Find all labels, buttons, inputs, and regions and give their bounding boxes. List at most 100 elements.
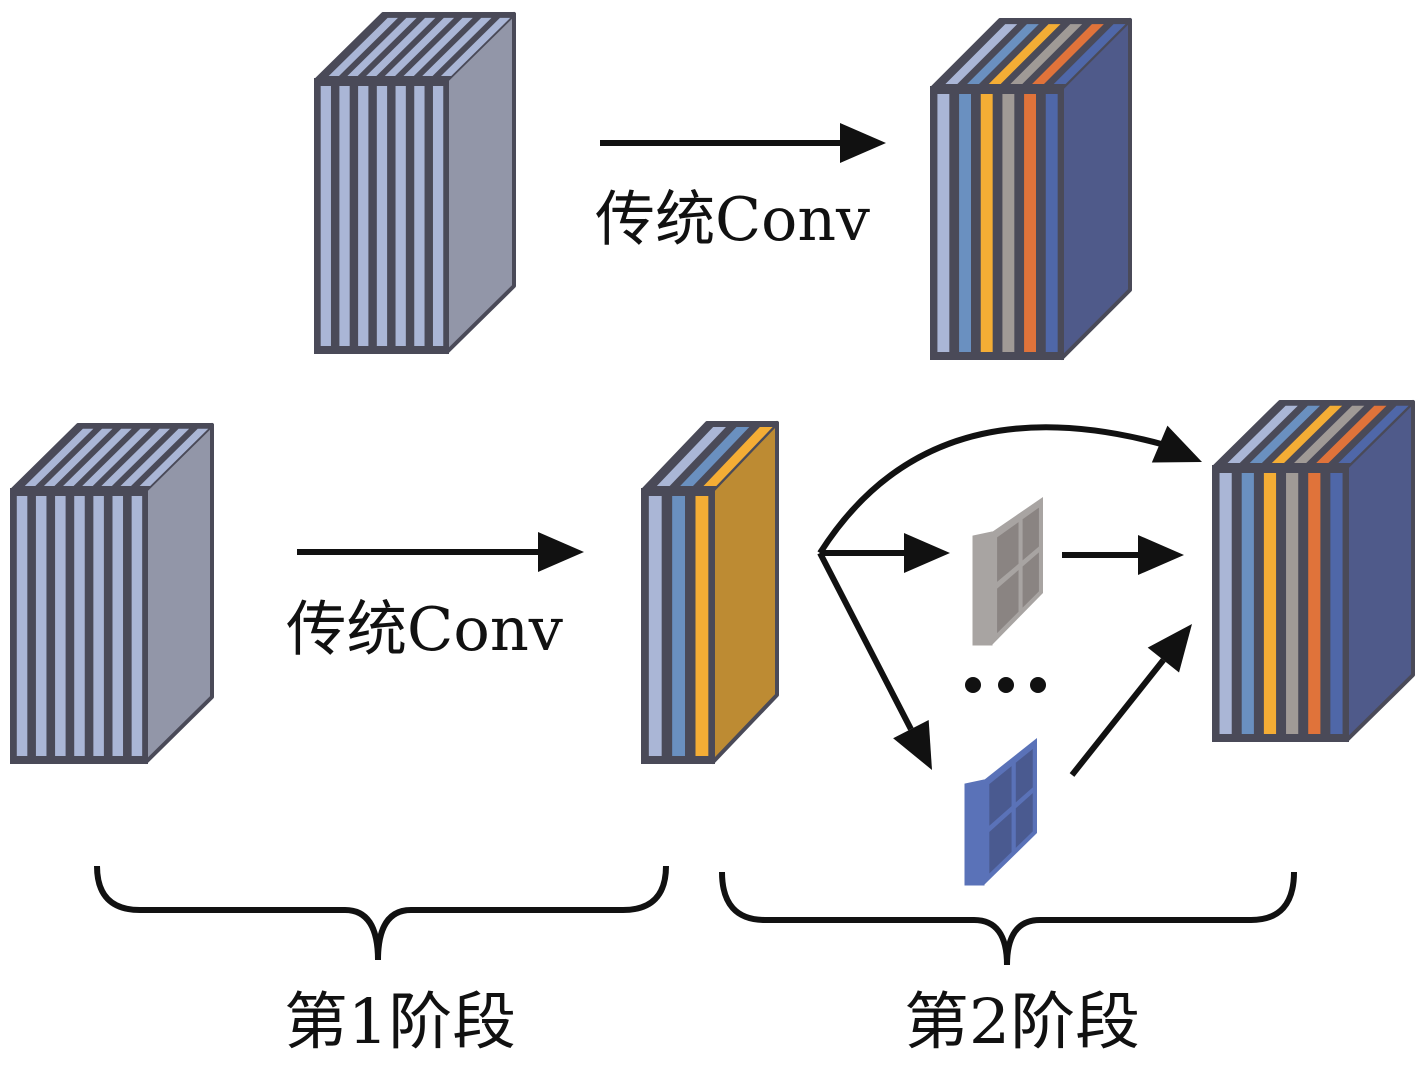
plate-window: [1022, 552, 1039, 608]
arrow-line: [1069, 658, 1166, 777]
channel-stripe-top: [1053, 24, 1126, 84]
output-feature-map-top: [930, 18, 1132, 360]
ghost-feature-gray: [972, 497, 1043, 646]
channel-stripe: [1002, 94, 1015, 352]
ellipsis-dot: [1030, 677, 1046, 693]
stage1-label: 第1阶段: [284, 985, 516, 1058]
channel-stripe-top: [328, 17, 398, 77]
channel-stripe-top: [63, 428, 132, 486]
plate-window: [997, 522, 1019, 582]
channel-stripe-top: [1032, 24, 1104, 84]
channel-stripe: [1241, 473, 1254, 734]
channel-stripe: [695, 496, 709, 756]
gray-to-output-arrow: [1062, 535, 1184, 575]
channel-stripe: [1308, 473, 1321, 734]
channel-stripe: [1286, 473, 1299, 734]
stage2-brace: [719, 871, 1297, 966]
arrow-line: [817, 424, 1166, 555]
arrowhead-icon: [1138, 535, 1184, 575]
channel-stripe-top: [1227, 405, 1298, 463]
branch-to-gray-arrow: [820, 533, 950, 573]
identity-curve-arrow: [817, 424, 1202, 555]
output-feature-map-bottom: [1212, 400, 1415, 742]
channel-stripe: [339, 86, 350, 346]
channel-stripe-top: [1338, 405, 1409, 463]
channel-stripe: [432, 86, 444, 346]
stage2-label: 第2阶段: [904, 985, 1140, 1058]
channel-stripe: [131, 496, 143, 756]
channel-stripe-top: [1294, 405, 1365, 463]
input-feature-map-bottom: [10, 423, 214, 764]
channel-stripe: [1330, 473, 1343, 734]
channel-stripe-top: [1249, 405, 1320, 463]
channel-stripe: [959, 94, 971, 352]
channel-stripe-top: [680, 427, 750, 486]
channel-stripe: [980, 94, 993, 352]
arrowhead-icon: [904, 533, 950, 573]
channel-stripe-top: [82, 428, 151, 486]
ghost-feature-blue: [964, 738, 1037, 886]
channel-stripe: [35, 496, 47, 756]
channel-stripe: [1045, 94, 1058, 352]
channel-stripe-top: [347, 17, 417, 77]
plate-window: [1015, 749, 1033, 803]
channel-stripe-top: [967, 24, 1039, 84]
blue-to-output-arrow: [1069, 624, 1192, 777]
channel-stripe: [55, 496, 66, 756]
channel-stripe: [937, 94, 950, 352]
block-front-face: [930, 86, 1064, 360]
channel-stripe-top: [422, 17, 492, 77]
block-front-face: [1212, 465, 1349, 742]
channel-stripe-top: [403, 17, 473, 77]
plate-edge: [972, 531, 993, 646]
channel-stripe-top: [24, 428, 94, 486]
bottom-conv-arrow: [297, 532, 584, 572]
stage1-brace: [94, 865, 669, 961]
channel-stripe: [320, 86, 331, 346]
ellipsis-dot: [998, 677, 1014, 693]
channel-stripe-top: [1316, 405, 1387, 463]
arrowhead-icon: [893, 719, 932, 770]
channel-stripe: [74, 496, 85, 756]
channel-stripe-top: [703, 427, 773, 486]
arrowhead-icon: [538, 532, 584, 572]
arrowhead-icon: [1147, 624, 1192, 673]
channel-stripe: [1219, 473, 1232, 734]
channel-stripe-top: [1271, 405, 1343, 463]
arrowhead-icon: [840, 123, 886, 163]
channel-stripe: [376, 86, 388, 346]
channel-stripe: [16, 496, 28, 756]
arrow-line: [817, 551, 914, 731]
channel-stripe-top: [988, 24, 1061, 84]
channel-stripe-top: [384, 17, 455, 77]
channel-stripe: [395, 86, 406, 346]
plate-window: [989, 812, 1012, 874]
channel-stripe: [358, 86, 369, 346]
arrows: [297, 123, 1202, 777]
channel-stripe: [414, 86, 425, 346]
channel-stripe: [1024, 94, 1036, 352]
ellipsis-dot: [965, 677, 981, 693]
channel-stripe: [1263, 473, 1277, 734]
bottom-conv-label: 传统Conv: [286, 595, 563, 665]
plate-window: [1022, 507, 1039, 561]
channel-stripe-top: [101, 428, 170, 486]
channel-stripe: [648, 496, 662, 756]
channel-stripe: [93, 496, 104, 756]
feature-blocks: [10, 12, 1415, 886]
channel-stripe: [672, 496, 685, 756]
channel-stripe-top: [656, 427, 726, 486]
channel-stripe-top: [1010, 24, 1083, 84]
channel-stripe-top: [945, 24, 1018, 84]
channel-stripe-top: [139, 428, 209, 486]
channel-stripe-top: [120, 428, 190, 486]
branch-to-blue-arrow: [817, 551, 932, 770]
plate-window: [997, 570, 1019, 634]
channel-stripe: [112, 496, 124, 756]
channel-stripe-top: [366, 17, 436, 77]
top-conv-arrow: [600, 123, 886, 163]
top-conv-label: 传统Conv: [595, 185, 870, 255]
plate-window: [1015, 793, 1033, 848]
intrinsic-feature-map: [641, 421, 779, 764]
